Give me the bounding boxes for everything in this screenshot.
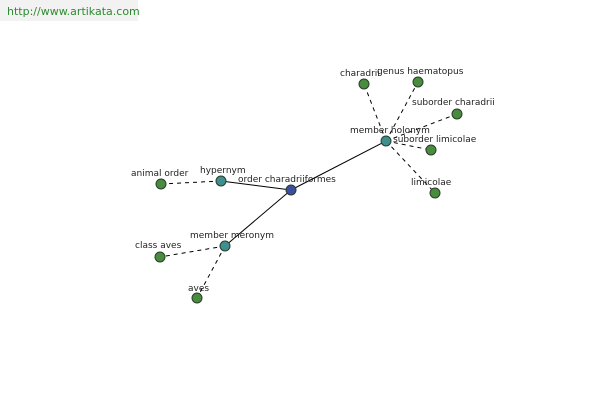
edge-hypernym-animal_order — [160, 180, 222, 185]
label-member-meronym[interactable]: member meronym — [190, 231, 274, 241]
node-class-aves[interactable] — [154, 251, 166, 263]
label-animal-order[interactable]: animal order — [131, 169, 189, 179]
node-suborder-limicolae[interactable] — [425, 144, 437, 156]
node-hypernym[interactable] — [215, 175, 227, 187]
edge-member_holonym-genus_haematopus — [385, 81, 419, 142]
graph-edges — [159, 81, 458, 299]
edge-member_meronym-aves — [196, 245, 226, 299]
label-center[interactable]: order charadriiformes — [238, 175, 336, 185]
edge-center-member_meronym — [224, 189, 292, 247]
node-animal-order[interactable] — [155, 178, 167, 190]
label-genus-haematopus[interactable]: genus haematopus — [377, 67, 464, 77]
label-class-aves[interactable]: class aves — [135, 241, 182, 251]
node-aves[interactable] — [191, 292, 203, 304]
label-aves[interactable]: aves — [188, 284, 209, 294]
node-suborder-charadrii[interactable] — [451, 108, 463, 120]
site-url-link[interactable]: http://www.artikata.com — [7, 5, 140, 18]
edge-center-hypernym — [220, 180, 292, 191]
edge-member_holonym-charadrii — [363, 83, 387, 142]
edge-center-member_holonym — [290, 140, 387, 191]
label-suborder-charadrii[interactable]: suborder charadrii — [412, 98, 495, 108]
node-genus-haematopus[interactable] — [412, 76, 424, 88]
edge-member_meronym-class_aves — [159, 245, 226, 258]
url-banner: http://www.artikata.com — [0, 0, 140, 21]
node-member-holonym[interactable] — [380, 135, 392, 147]
label-suborder-limicolae[interactable]: suborder limicolae — [393, 135, 477, 145]
label-member-holonym[interactable]: member holonym — [350, 126, 430, 136]
node-member-meronym[interactable] — [219, 240, 231, 252]
node-charadrii[interactable] — [358, 78, 370, 90]
node-limicolae[interactable] — [429, 187, 441, 199]
edge-member_holonym-limicolae — [385, 140, 436, 194]
label-charadrii[interactable]: charadrii — [340, 69, 380, 79]
graph-nodes — [154, 76, 463, 304]
label-hypernym[interactable]: hypernym — [200, 166, 246, 176]
label-limicolae[interactable]: limicolae — [411, 178, 452, 188]
node-center[interactable] — [285, 184, 297, 196]
